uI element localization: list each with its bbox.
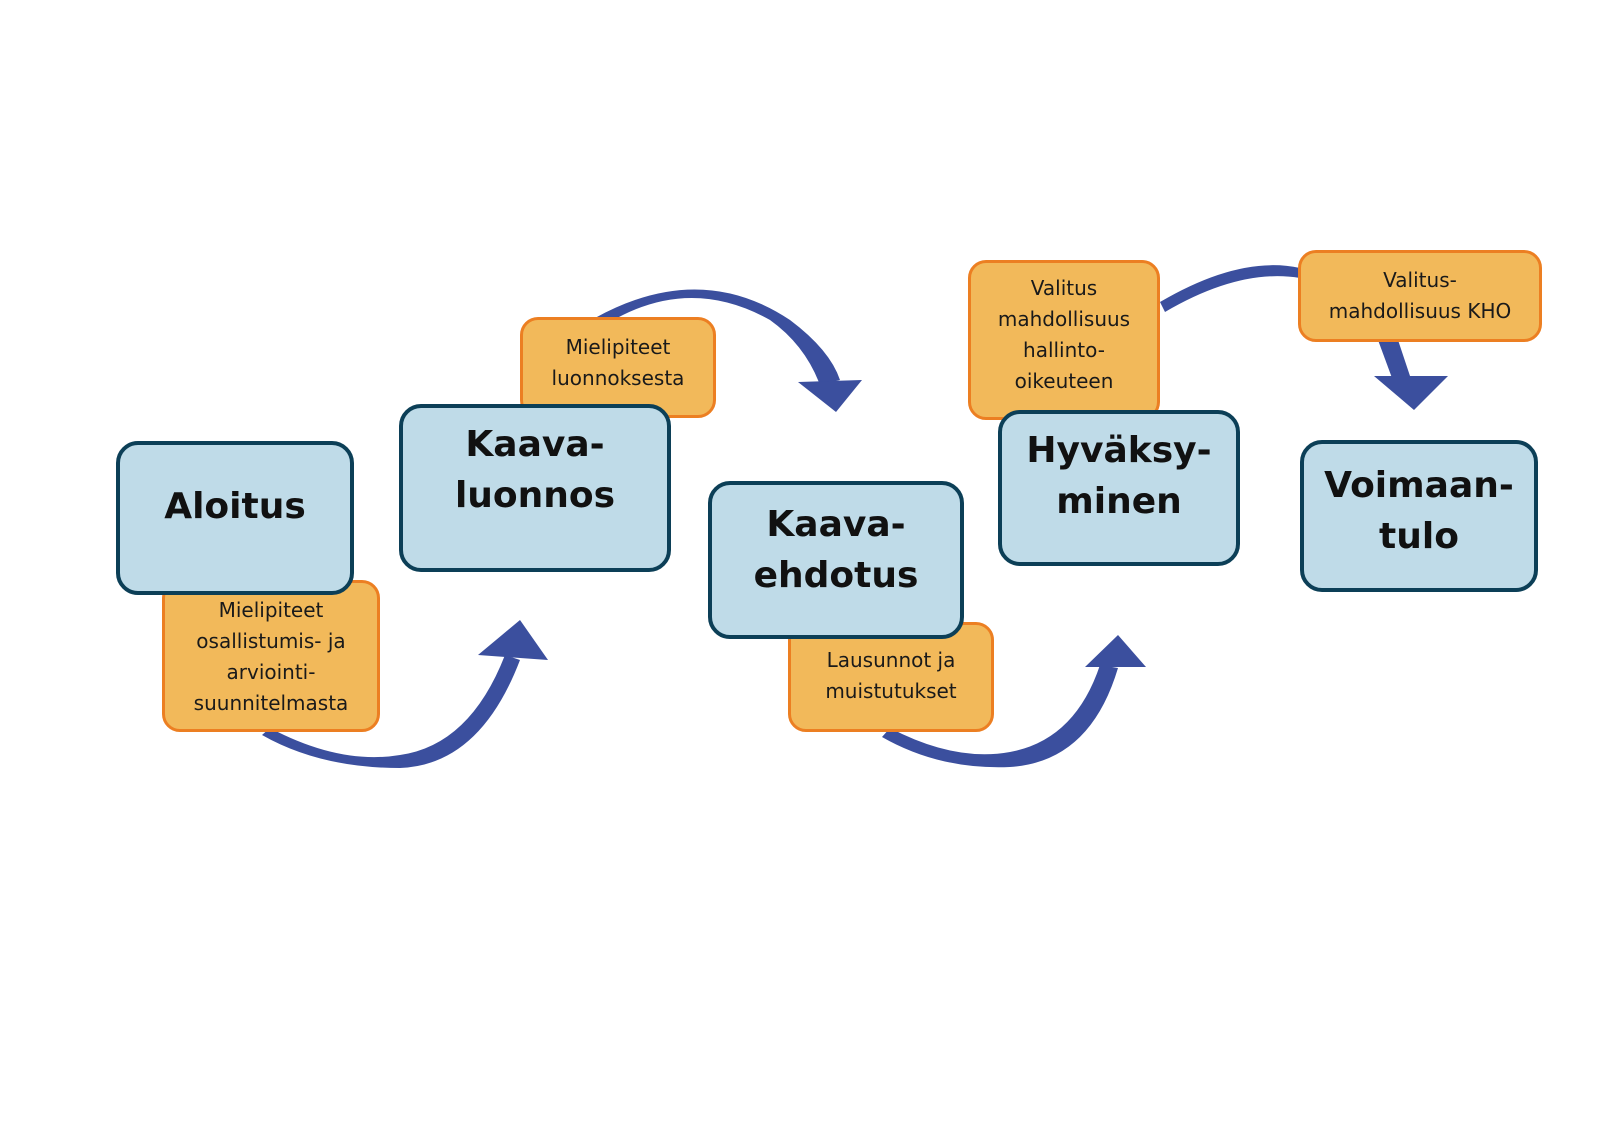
note-valitus-kho: Valitus- mahdollisuus KHO — [1298, 250, 1542, 342]
stage-kaavaluonnos: Kaava- luonnos — [399, 404, 671, 572]
arrow-body — [262, 655, 520, 768]
arrow-hyvaksyminen-to-voimaantulo — [1160, 265, 1448, 410]
arrow-ehdotus-to-hyvaksyminen — [882, 635, 1146, 768]
stage-aloitus: Aloitus — [116, 441, 354, 595]
arrow-body-lower — [1378, 340, 1410, 378]
arrow-aloitus-to-luonnos — [262, 620, 548, 768]
arrow-head — [478, 620, 548, 660]
arrow-body — [1160, 265, 1300, 312]
note-osallistumis-suunnitelma: Mielipiteet osallistumis- ja arviointi- … — [162, 580, 380, 732]
stage-hyvaksyminen: Hyväksy- minen — [998, 410, 1240, 566]
note-valitus-hallinto-oikeus: Valitus mahdollisuus hallinto- oikeuteen — [968, 260, 1160, 420]
arrow-body — [595, 289, 840, 385]
arrow-head — [798, 380, 862, 412]
note-mielipiteet-luonnoksesta: Mielipiteet luonnoksesta — [520, 317, 716, 418]
arrow-body — [882, 665, 1118, 768]
stage-voimaantulo: Voimaan- tulo — [1300, 440, 1538, 592]
arrow-head — [1374, 376, 1448, 410]
arrow-head — [1085, 635, 1146, 667]
arrow-luonnos-to-ehdotus — [595, 289, 862, 412]
stage-kaavaehdotus: Kaava- ehdotus — [708, 481, 964, 639]
